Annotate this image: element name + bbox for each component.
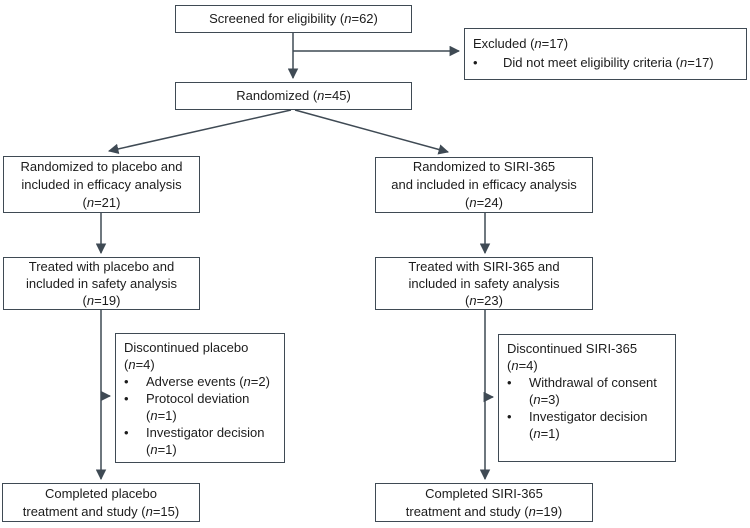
arrow-randomized-to-placebo-efficacy bbox=[107, 109, 292, 155]
box-title: Discontinued placebo bbox=[124, 340, 249, 355]
box-randomized: Randomized (n=45) bbox=[175, 82, 412, 110]
box-text: (n=19) bbox=[82, 293, 121, 308]
box-siri-discontinued: Discontinued SIRI-365 (n=4) • Withdrawal… bbox=[498, 334, 676, 462]
box-text: Randomized (n=45) bbox=[236, 88, 351, 103]
bullet-item: • Adverse events (n=2) bbox=[124, 373, 281, 390]
bullet-icon: • bbox=[473, 55, 478, 70]
box-text: Treated with SIRI-365 and bbox=[408, 259, 560, 274]
box-text: and included in efficacy analysis bbox=[391, 177, 577, 192]
box-text: Screened for eligibility (n=62) bbox=[209, 11, 378, 26]
box-siri-efficacy: Randomized to SIRI-365 and included in e… bbox=[375, 157, 593, 213]
box-title: (n=4) bbox=[124, 357, 155, 372]
bullet-icon: • bbox=[124, 391, 129, 406]
box-siri-completed: Completed SIRI-365 treatment and study (… bbox=[375, 483, 593, 522]
bullet-item: • Withdrawal of consent (n=3) bbox=[507, 374, 672, 408]
box-placebo-completed: Completed placebo treatment and study (n… bbox=[2, 483, 200, 522]
bullet-text: Did not meet eligibility criteria (n=17) bbox=[503, 55, 714, 70]
bullet-icon: • bbox=[124, 425, 129, 440]
box-text: (n=24) bbox=[465, 195, 503, 210]
box-text: Randomized to SIRI-365 bbox=[412, 159, 556, 174]
box-siri-safety: Treated with SIRI-365 and included in sa… bbox=[375, 257, 593, 310]
bullet-item: • Investigator decision (n=1) bbox=[124, 424, 281, 458]
box-text: (n=21) bbox=[82, 194, 121, 210]
bullet-text: Adverse events (n=2) bbox=[146, 374, 270, 389]
box-placebo-discontinued: Discontinued placebo (n=4) • Adverse eve… bbox=[115, 333, 285, 463]
box-text: included in safety analysis bbox=[408, 276, 560, 291]
box-title: (n=4) bbox=[507, 358, 538, 373]
bullet-item: • Investigator decision (n=1) bbox=[507, 408, 672, 442]
box-text: Completed SIRI-365 bbox=[425, 485, 543, 501]
box-text: treatment and study (n=19) bbox=[405, 503, 563, 519]
box-text: Randomized to placebo and bbox=[20, 158, 183, 174]
bullet-icon: • bbox=[507, 409, 512, 424]
box-text: (n=23) bbox=[465, 293, 503, 308]
box-text: included in safety analysis bbox=[25, 276, 178, 291]
box-text: Completed placebo bbox=[44, 485, 158, 501]
bullet-text: Protocol deviation (n=1) bbox=[146, 391, 250, 423]
box-text: included in efficacy analysis bbox=[21, 176, 182, 192]
box-placebo-efficacy: Randomized to placebo and included in ef… bbox=[3, 156, 200, 213]
bullet-text: Withdrawal of consent (n=3) bbox=[529, 375, 657, 407]
arrow-randomized-to-siri-efficacy bbox=[294, 109, 450, 155]
box-text: Treated with placebo and bbox=[28, 259, 175, 274]
box-title: Discontinued SIRI-365 bbox=[507, 341, 638, 356]
bullet-icon: • bbox=[124, 374, 129, 389]
box-screened: Screened for eligibility (n=62) bbox=[175, 5, 412, 33]
bullet-icon: • bbox=[507, 375, 512, 390]
bullet-item: • Did not meet eligibility criteria (n=1… bbox=[473, 53, 742, 72]
box-placebo-safety: Treated with placebo and included in saf… bbox=[3, 257, 200, 310]
box-text: treatment and study (n=15) bbox=[22, 503, 180, 519]
bullet-text: Investigator decision (n=1) bbox=[529, 409, 648, 441]
box-title: Excluded (n=17) bbox=[473, 36, 569, 51]
bullet-text: Investigator decision (n=1) bbox=[146, 425, 265, 457]
box-excluded: Excluded (n=17) • Did not meet eligibili… bbox=[464, 28, 747, 80]
bullet-item: • Protocol deviation (n=1) bbox=[124, 390, 281, 424]
